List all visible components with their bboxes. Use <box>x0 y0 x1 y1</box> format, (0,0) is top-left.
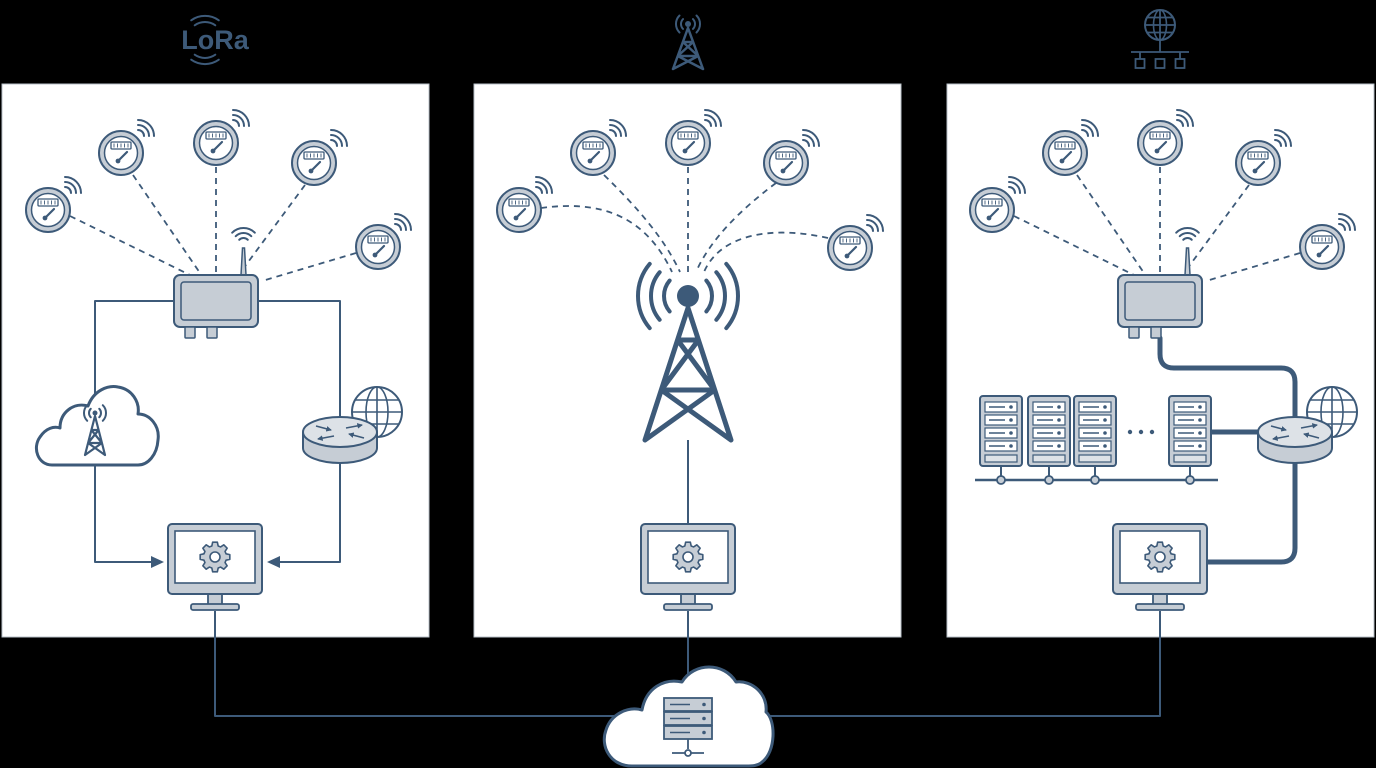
link-router-to-monitor <box>280 450 341 563</box>
dashed-link <box>69 215 191 276</box>
link-gateway-to-router <box>1157 335 1298 428</box>
link-router-to-monitor <box>1205 452 1298 565</box>
link-gateway-to-cloud <box>94 300 174 420</box>
dashed-link <box>239 184 306 274</box>
panel-left-content <box>24 108 413 611</box>
router-icon <box>303 417 377 463</box>
dashed-link <box>1076 174 1145 274</box>
dashed-link <box>603 174 681 273</box>
link-gateway-to-router <box>258 300 341 430</box>
cloud-server-icon <box>602 665 775 768</box>
lora-logo: LoRa <box>181 14 250 66</box>
dashed-link <box>1013 215 1135 276</box>
arrow-right-icon <box>151 556 164 568</box>
arrow-left-icon <box>267 556 280 568</box>
dashed-link <box>695 182 777 273</box>
cloud-tower-icon <box>35 385 160 467</box>
link-right-to-cloud <box>740 611 1161 717</box>
globe-network-icon <box>1131 9 1189 69</box>
dashed-link <box>1205 252 1301 282</box>
router-icon <box>1258 417 1332 463</box>
panel-middle-content <box>495 108 885 611</box>
lora-logo-text: LoRa <box>181 25 249 55</box>
cell-tower-icon <box>671 14 705 71</box>
dashed-link <box>703 231 829 273</box>
ellipsis-icon <box>1127 429 1155 435</box>
link-left-to-cloud <box>214 611 640 717</box>
cell-tower-icon <box>636 261 740 443</box>
dashed-link <box>540 205 673 273</box>
link-cloud-to-monitor <box>94 450 152 563</box>
panel-right-content <box>968 108 1358 611</box>
dashed-link <box>261 252 357 282</box>
dashed-link <box>132 174 201 274</box>
dashed-link <box>1183 184 1250 274</box>
